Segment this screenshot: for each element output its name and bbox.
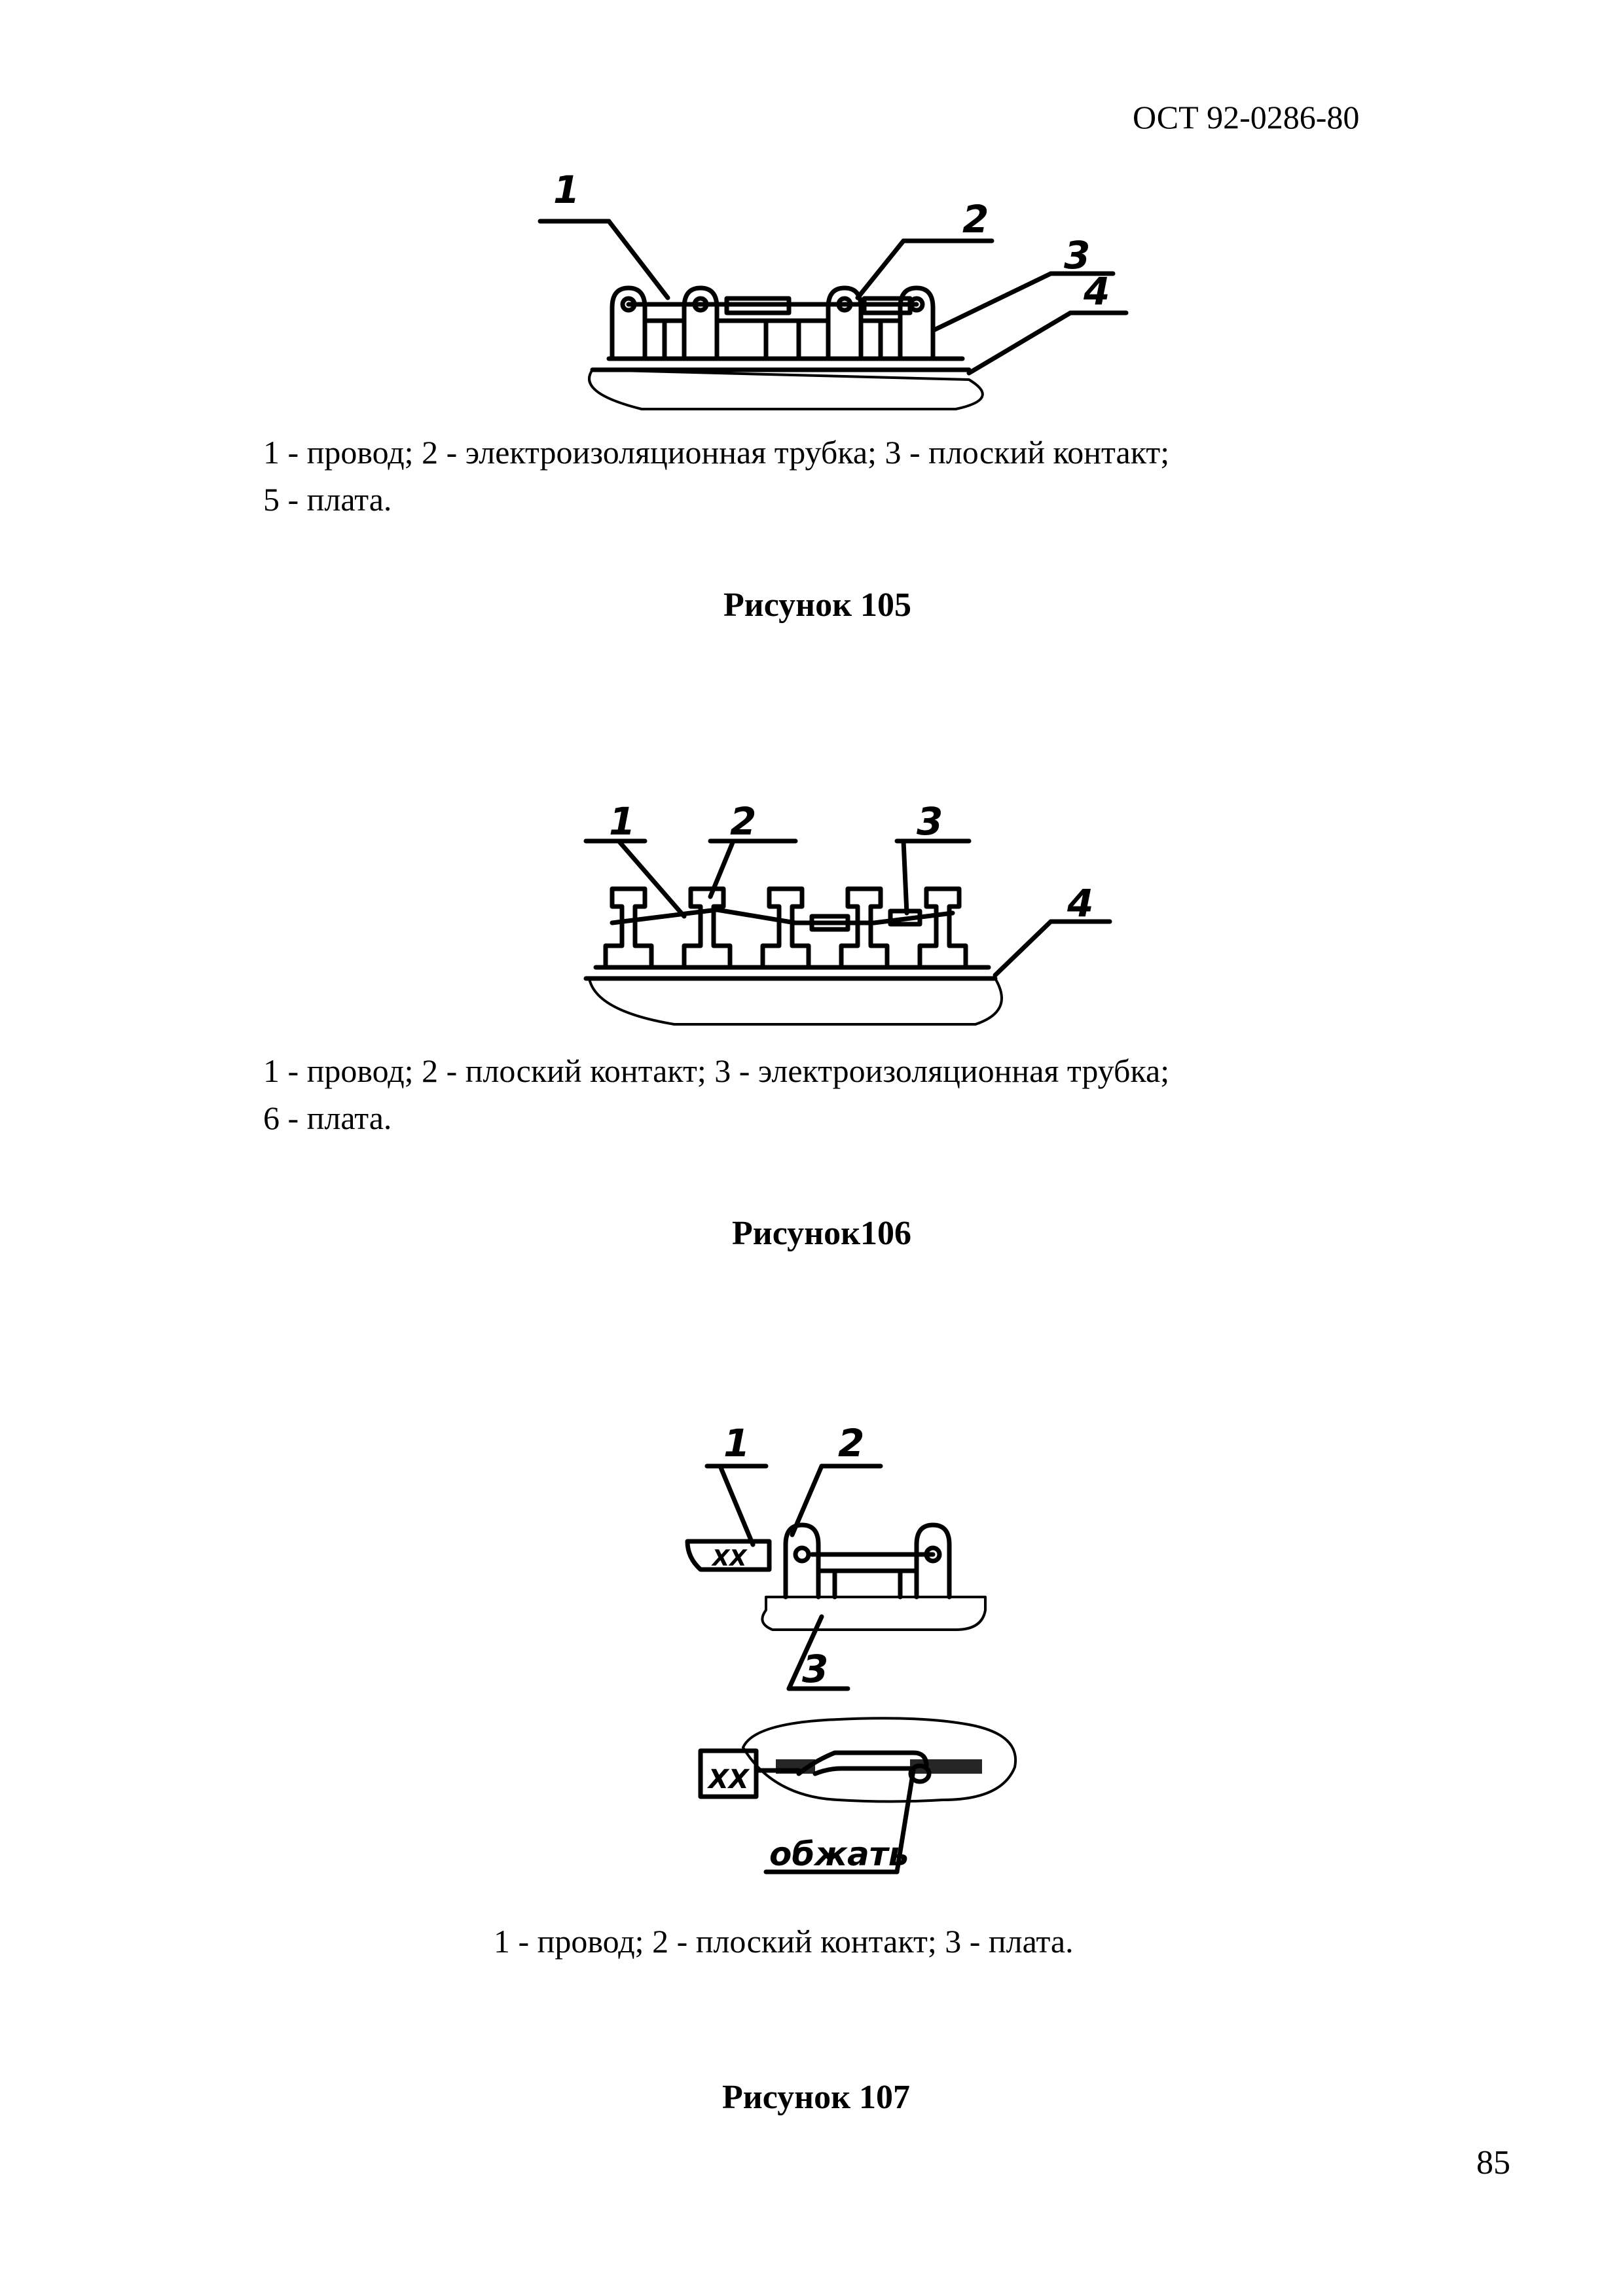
callout-106-3: 3 <box>917 799 943 844</box>
figure-107-caption: Рисунок 107 <box>722 2079 911 2116</box>
callout-106-2: 2 <box>730 799 756 844</box>
callout-105-3: 3 <box>1064 233 1090 278</box>
figure-106-legend: 1 - провод; 2 - плоский контакт; 3 - эле… <box>263 1047 1169 1141</box>
wire-mark-107: ХХ <box>711 1545 748 1571</box>
figure-107-crimp-detail: ХХ обжать <box>698 1717 1017 1874</box>
figure-105-drawing: 1 2 3 4 <box>538 168 1129 410</box>
callout-106-1: 1 <box>609 799 635 844</box>
callout-105-1: 1 <box>553 168 579 212</box>
figure-107-drawing: ХХ 1 2 3 <box>685 1421 987 1691</box>
callout-106-4: 4 <box>1067 881 1093 925</box>
figure-106-drawing: 1 2 3 4 <box>583 799 1112 1026</box>
legend-line: 1 - провод; 2 - электроизоляционная труб… <box>263 434 1170 471</box>
crimp-label: обжать <box>769 1835 909 1873</box>
page-number: 85 <box>1476 2144 1510 2181</box>
legend-line: 1 - провод; 2 - плоский контакт; 3 - эле… <box>263 1052 1170 1089</box>
callout-105-4: 4 <box>1083 269 1110 314</box>
document-code: ОСТ 92-0286-80 <box>1133 99 1360 135</box>
callout-107-2: 2 <box>838 1421 864 1465</box>
figure-106-caption: Рисунок106 <box>732 1215 912 1252</box>
legend-line: 6 - плата. <box>263 1100 392 1136</box>
legend-line: 5 - плата. <box>263 481 392 518</box>
figure-105-caption: Рисунок 105 <box>723 586 912 624</box>
legend-line: 1 - провод; 2 - плоский контакт; 3 - пла… <box>494 1923 1074 1960</box>
figure-105-legend: 1 - провод; 2 - электроизоляционная труб… <box>263 429 1169 523</box>
figure-107-legend: 1 - провод; 2 - плоский контакт; 3 - пла… <box>494 1918 1074 1965</box>
wire-mark-107-detail: ХХ <box>706 1765 750 1795</box>
callout-107-1: 1 <box>723 1421 750 1465</box>
callout-105-2: 2 <box>962 197 989 242</box>
